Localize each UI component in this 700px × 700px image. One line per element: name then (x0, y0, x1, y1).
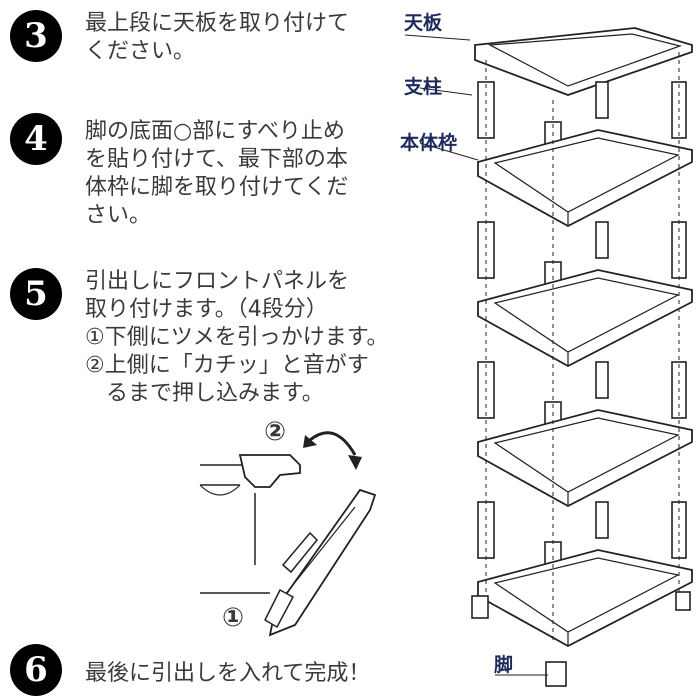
step-5-badge: 5 (10, 268, 62, 320)
step-4-text: 脚の底面○部にすべり止め を貼り付けて、最下部の本 体枠に脚を取り付けてくだ さ… (85, 119, 349, 228)
callout-two: ② (264, 417, 287, 447)
step-6-text: 最後に引出しを入れて完成！ (85, 661, 371, 686)
label-pillar: 支柱 (404, 76, 443, 98)
step-5-sub-2: ②上側に「カチッ」と音がす るまで押し込みます。 (85, 353, 369, 406)
step-5-text: 引出しにフロントパネルを 取り付けます。（4段分） (85, 269, 350, 322)
label-frame: 本体枠 (400, 132, 458, 154)
step-3-badge: 3 (10, 10, 62, 62)
callout-one: ① (222, 603, 245, 633)
label-top-board: 天板 (404, 12, 443, 34)
shelf-assembly-diagram (404, 27, 693, 687)
shelf-levels (477, 81, 693, 648)
label-leg: 脚 (494, 654, 514, 676)
step-4-badge: 4 (10, 113, 62, 165)
step-5-sub-1: ①下側にツメを引っかけます。 (85, 325, 389, 350)
step-3-text: 最上段に天板を取り付けて ください。 (85, 11, 350, 64)
drawer-panel-diagram (199, 431, 377, 637)
step-6-badge: 6 (10, 644, 62, 696)
